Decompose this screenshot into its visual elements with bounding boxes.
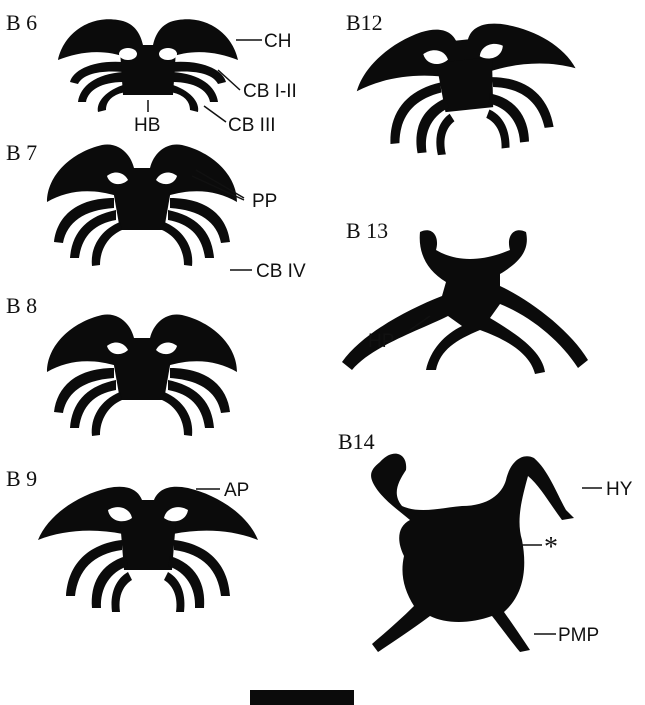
label-hy: HY [606,479,633,500]
label-hb: HB [134,115,160,136]
stage-b7-drawing [47,144,237,266]
label-pmp: PMP [558,625,599,646]
stage-label-b12: B12 [346,10,383,35]
stage-b9-drawing [38,487,258,612]
label-cb-iii: CB III [228,115,276,136]
label-ap: AP [224,480,249,501]
label-cb-iv: CB IV [256,261,306,282]
stage-b8-drawing [47,314,237,436]
stage-b6-drawing [58,19,238,112]
stage-label-b14: B14 [338,429,375,454]
label-ch: CH [264,31,291,52]
stage-label-b6: B 6 [6,10,37,35]
label-hp: HP [368,331,394,352]
stage-label-b9: B 9 [6,466,37,491]
stage-b13-drawing [342,230,588,374]
stage-label-b8: B 8 [6,293,37,318]
label-asterisk: * [544,532,558,563]
stage-b12-drawing [351,15,583,163]
label-cb-i-ii: CB I-II [243,81,297,102]
stage-label-b7: B 7 [6,140,37,165]
label-pp: PP [252,191,277,212]
stage-label-b13: B 13 [346,218,388,243]
scale-bar [250,690,354,705]
